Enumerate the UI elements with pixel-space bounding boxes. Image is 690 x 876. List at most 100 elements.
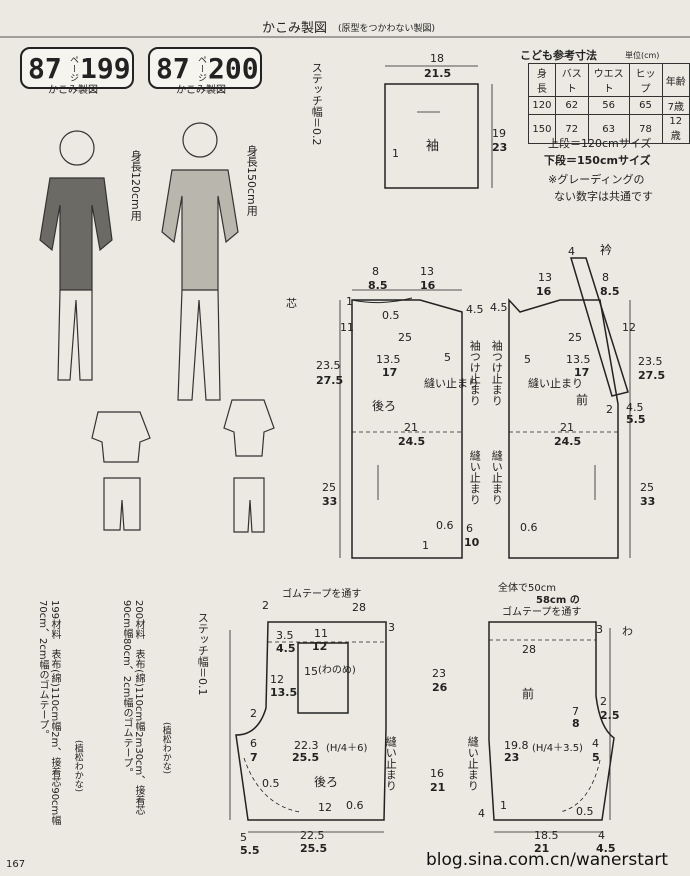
dim-label: 21.5 xyxy=(424,67,452,80)
dim-label: 8 xyxy=(602,271,609,284)
dim-label: 28 xyxy=(352,601,366,614)
dim-label: 4.5 xyxy=(626,401,644,414)
table-cell: 62 xyxy=(554,96,589,115)
table-header-row: 身長 バスト ウエスト ヒップ 年齢 xyxy=(528,63,690,97)
dim-label: 3 xyxy=(596,623,603,636)
dim-label: 4.5 xyxy=(466,303,484,316)
dim-label: 8.5 xyxy=(600,285,620,298)
dim-label: 0.5 xyxy=(576,805,594,818)
dim-label: 25.5 xyxy=(300,842,328,855)
height-unit: cm用 xyxy=(245,188,259,216)
dim-label: 4.5 xyxy=(276,642,296,655)
dim-label: 24.5 xyxy=(554,435,582,448)
dim-label: 21 xyxy=(404,421,418,434)
dim-label: 28 xyxy=(522,643,536,656)
materials-credit: (植松わかな) xyxy=(72,740,83,793)
dim-label: 0.6 xyxy=(520,521,538,534)
dim-label: 2 xyxy=(262,599,269,612)
dim-label: 2.5 xyxy=(600,709,620,722)
front-label: 前 xyxy=(576,393,589,407)
height-unit: cm用 xyxy=(129,193,143,221)
pocket-pattern xyxy=(297,642,349,714)
sew-stop-label: 縫い止まり xyxy=(424,377,479,390)
dim-label: 4 xyxy=(592,737,599,750)
dim-label: 5 xyxy=(524,353,531,366)
table-header: 年齢 xyxy=(661,63,690,97)
note-upper: 上段＝120cmサイズ xyxy=(548,137,652,150)
table-header: ウエスト xyxy=(587,63,630,97)
page-title: かこみ製図 xyxy=(262,21,328,36)
dim-label: 5 xyxy=(444,351,451,364)
dim-label: 25 xyxy=(568,331,582,344)
height-value: 150 xyxy=(245,167,259,188)
badge-number: 200 xyxy=(208,52,259,85)
material-id: 200 xyxy=(133,600,144,620)
dim-label: 4 xyxy=(478,807,485,820)
dim-label: 22.5 xyxy=(300,829,325,842)
material-title: 材料 xyxy=(49,619,60,640)
dim-label: 25 xyxy=(398,331,412,344)
dim-label: 4.5 xyxy=(490,301,508,314)
sleeve-label: 袖 xyxy=(426,139,440,154)
back-pants-pattern xyxy=(235,621,387,821)
dim-label: 16 xyxy=(420,279,436,292)
size-table-title: こども参考寸法 xyxy=(520,49,597,62)
badge-caption: かこみ製図 xyxy=(176,85,226,96)
table-header: ヒップ xyxy=(628,63,663,97)
dim-label: 13.5 xyxy=(270,686,298,699)
dim-label: 33 xyxy=(322,495,338,508)
sleeve-stop-label: 袖つけ止まり xyxy=(490,340,504,406)
back-label: 後ろ xyxy=(372,399,397,413)
table-row: 120 62 56 65 7歳 xyxy=(528,96,690,115)
page-subtitle: (原型をつかわない製図) xyxy=(338,24,436,34)
wa-label: わ xyxy=(622,625,633,638)
whole-tape-label-2: 58cm の xyxy=(536,595,580,606)
table-cell: 7歳 xyxy=(661,96,690,115)
dim-label: 27.5 xyxy=(316,374,344,387)
dim-label: 6 xyxy=(466,522,473,535)
dim-label: 0.5 xyxy=(382,309,400,322)
fold-label: (わのめ) xyxy=(318,665,356,676)
dim-label: 23 xyxy=(492,141,508,154)
table-row: 150 72 63 78 12歳 xyxy=(528,114,690,144)
front-label: 前 xyxy=(522,687,535,701)
dim-label: 21 xyxy=(430,781,446,794)
sew-stop-label: 縫い止まり xyxy=(468,450,482,505)
sew-stop-label: 縫い止まり xyxy=(466,736,480,791)
dim-label: 7 xyxy=(250,751,258,764)
gom-tape-label: ゴムテープを通す xyxy=(282,589,362,600)
dim-label: 15 xyxy=(304,665,318,678)
whole-tape-label-3: ゴムテープを通す xyxy=(502,607,582,618)
hip-formula: (H/4＋6) xyxy=(326,743,368,754)
dim-label: 26 xyxy=(432,681,448,694)
back-label: 後ろ xyxy=(314,775,339,789)
materials-200: 200材料 表布(綿)110cm幅2m30cm、接着芯90cm幅80cm、2cm… xyxy=(120,600,144,830)
dim-label: 24.5 xyxy=(398,435,426,448)
dim-label: 11 xyxy=(314,627,328,640)
dim-label: 0.6 xyxy=(346,799,364,812)
dim-label: 22.3 xyxy=(294,739,319,752)
collar-dim: 4 xyxy=(568,245,575,258)
dim-label: 6 xyxy=(250,737,257,750)
sew-stop-label: 縫い止まり xyxy=(528,377,583,390)
dim-label: 10 xyxy=(464,536,480,549)
back-bodice-pattern xyxy=(351,299,463,559)
dim-label: 23 xyxy=(432,667,446,680)
dim-label: 19 xyxy=(492,127,506,140)
table-header: 身長 xyxy=(528,63,556,97)
dim-label: 13 xyxy=(420,265,434,278)
dim-label: 16 xyxy=(536,285,552,298)
dim-label: 3.5 xyxy=(276,629,294,642)
page-number: 167 xyxy=(6,859,26,870)
dim-label: 1 xyxy=(500,799,507,812)
dim-label: 23.5 xyxy=(316,359,341,372)
dim-label: 1 xyxy=(346,295,353,308)
dim-label: 8 xyxy=(572,717,580,730)
dim-label: 12 xyxy=(270,673,284,686)
dim-label: 19.8 xyxy=(504,739,529,752)
dim-label: 18 xyxy=(430,52,444,65)
material-id: 199 xyxy=(49,600,60,620)
dim-label: 21 xyxy=(534,842,550,855)
dim-label: 25 xyxy=(322,481,336,494)
